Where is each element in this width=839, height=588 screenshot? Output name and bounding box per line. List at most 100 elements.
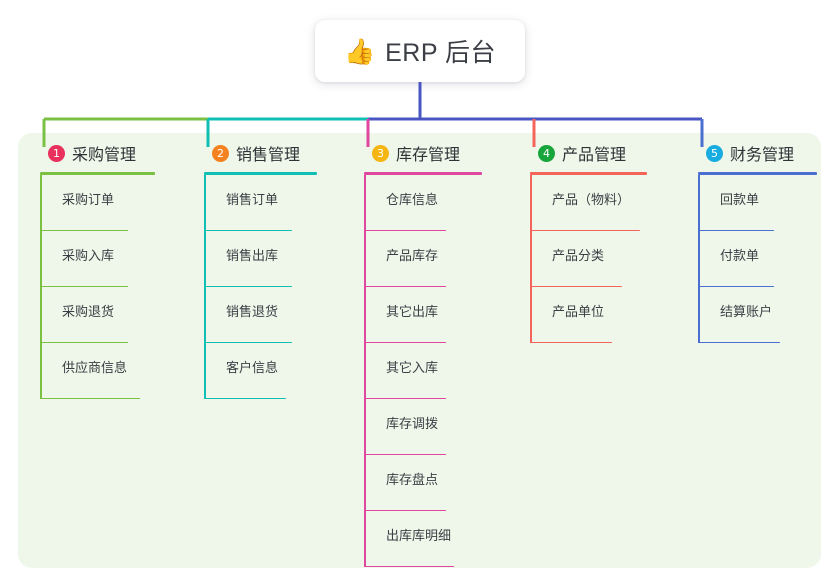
branch-header-1[interactable]: 1 采购管理 xyxy=(36,140,196,166)
item-rule xyxy=(364,565,454,567)
item-rule xyxy=(204,397,286,399)
branch-column-2: 2 销售管理销售订单销售出库销售退货客户信息 xyxy=(200,140,360,399)
item-stem xyxy=(364,175,366,231)
branch-item-list: 销售订单销售出库销售退货客户信息 xyxy=(200,175,360,399)
item-rule xyxy=(698,229,774,231)
item-stem xyxy=(530,231,532,287)
item-label: 销售出库 xyxy=(226,248,279,263)
item-label: 库存调拨 xyxy=(386,416,439,431)
branch-item[interactable]: 付款单 xyxy=(698,231,839,287)
item-rule xyxy=(530,285,622,287)
branch-number-badge: 5 xyxy=(706,144,723,162)
item-label: 产品库存 xyxy=(386,248,439,263)
branch-number-badge: 3 xyxy=(372,144,389,162)
branch-item[interactable]: 销售订单 xyxy=(204,175,360,231)
root-node-card[interactable]: 👍 ERP 后台 xyxy=(315,20,525,82)
branch-number-badge: 1 xyxy=(48,144,65,162)
branch-item-list: 回款单付款单结算账户 xyxy=(694,175,839,343)
branch-item-list: 产品（物料） 产品分类产品单位 xyxy=(526,175,686,343)
branch-item-list: 仓库信息产品库存其它出库其它入库库存调拨库存盘点出库库明细 xyxy=(360,175,520,567)
item-label: 出库库明细 xyxy=(386,528,452,543)
branch-header-rule xyxy=(204,172,317,175)
branch-item[interactable]: 产品单位 xyxy=(530,287,686,343)
item-rule xyxy=(698,341,780,343)
item-stem xyxy=(698,231,700,287)
item-label: 采购入库 xyxy=(62,248,115,263)
branch-item[interactable]: 仓库信息 xyxy=(364,175,520,231)
item-label: 销售订单 xyxy=(226,192,279,207)
item-label: 产品（物料） xyxy=(552,192,631,207)
branch-item[interactable]: 库存调拨 xyxy=(364,399,520,455)
item-rule xyxy=(40,285,128,287)
item-rule xyxy=(698,285,774,287)
item-stem xyxy=(364,399,366,455)
branch-title: 采购管理 xyxy=(72,147,137,164)
item-label: 其它入库 xyxy=(386,360,439,375)
branch-header-3[interactable]: 3 库存管理 xyxy=(360,140,520,166)
branch-item[interactable]: 库存盘点 xyxy=(364,455,520,511)
branch-number-badge: 2 xyxy=(212,144,229,162)
branch-header-2[interactable]: 2 销售管理 xyxy=(200,140,360,166)
branch-item[interactable]: 其它出库 xyxy=(364,287,520,343)
item-label: 其它出库 xyxy=(386,304,439,319)
item-stem xyxy=(698,287,700,343)
item-rule xyxy=(364,397,446,399)
branch-item[interactable]: 产品分类 xyxy=(530,231,686,287)
branch-column-3: 3 库存管理仓库信息产品库存其它出库其它入库库存调拨库存盘点出库库明细 xyxy=(360,140,520,567)
item-rule xyxy=(40,229,128,231)
branch-item[interactable]: 采购退货 xyxy=(40,287,196,343)
branch-item[interactable]: 销售出库 xyxy=(204,231,360,287)
branch-title: 销售管理 xyxy=(236,147,301,164)
item-stem xyxy=(40,287,42,343)
branch-item[interactable]: 产品库存 xyxy=(364,231,520,287)
branch-item[interactable]: 销售退货 xyxy=(204,287,360,343)
branch-item[interactable]: 回款单 xyxy=(698,175,839,231)
item-label: 仓库信息 xyxy=(386,192,439,207)
branch-item[interactable]: 产品（物料） xyxy=(530,175,686,231)
item-label: 回款单 xyxy=(720,192,760,207)
item-stem xyxy=(204,287,206,343)
item-stem xyxy=(364,231,366,287)
item-rule xyxy=(364,341,446,343)
item-label: 产品单位 xyxy=(552,304,605,319)
item-rule xyxy=(204,229,292,231)
item-label: 结算账户 xyxy=(720,304,773,319)
item-rule xyxy=(530,341,612,343)
item-rule xyxy=(364,285,446,287)
branch-column-1: 1 采购管理采购订单采购入库采购退货供应商信息 xyxy=(36,140,196,399)
branch-item[interactable]: 其它入库 xyxy=(364,343,520,399)
branch-item[interactable]: 出库库明细 xyxy=(364,511,520,567)
item-stem xyxy=(40,231,42,287)
item-stem xyxy=(204,343,206,399)
item-stem xyxy=(204,231,206,287)
branch-header-5[interactable]: 5 财务管理 xyxy=(694,140,839,166)
branch-item[interactable]: 供应商信息 xyxy=(40,343,196,399)
branch-item[interactable]: 客户信息 xyxy=(204,343,360,399)
item-stem xyxy=(364,343,366,399)
branch-item[interactable]: 结算账户 xyxy=(698,287,839,343)
branch-number-badge: 4 xyxy=(538,144,555,162)
branch-item[interactable]: 采购订单 xyxy=(40,175,196,231)
item-stem xyxy=(364,287,366,343)
item-rule xyxy=(204,285,292,287)
item-stem xyxy=(40,175,42,231)
branch-item[interactable]: 采购入库 xyxy=(40,231,196,287)
item-rule xyxy=(364,509,446,511)
branch-header-rule xyxy=(40,172,155,175)
item-label: 客户信息 xyxy=(226,360,279,375)
item-rule xyxy=(40,341,128,343)
item-stem xyxy=(364,455,366,511)
item-stem xyxy=(204,175,206,231)
branch-title: 财务管理 xyxy=(730,147,795,164)
root-node-title: ERP 后台 xyxy=(385,39,497,67)
item-stem xyxy=(530,287,532,343)
item-stem xyxy=(530,175,532,231)
branch-header-rule xyxy=(698,172,817,175)
item-label: 库存盘点 xyxy=(386,472,439,487)
thumbs-up-icon: 👍 xyxy=(343,37,376,66)
branch-title: 库存管理 xyxy=(396,147,461,164)
item-label: 销售退货 xyxy=(226,304,279,319)
